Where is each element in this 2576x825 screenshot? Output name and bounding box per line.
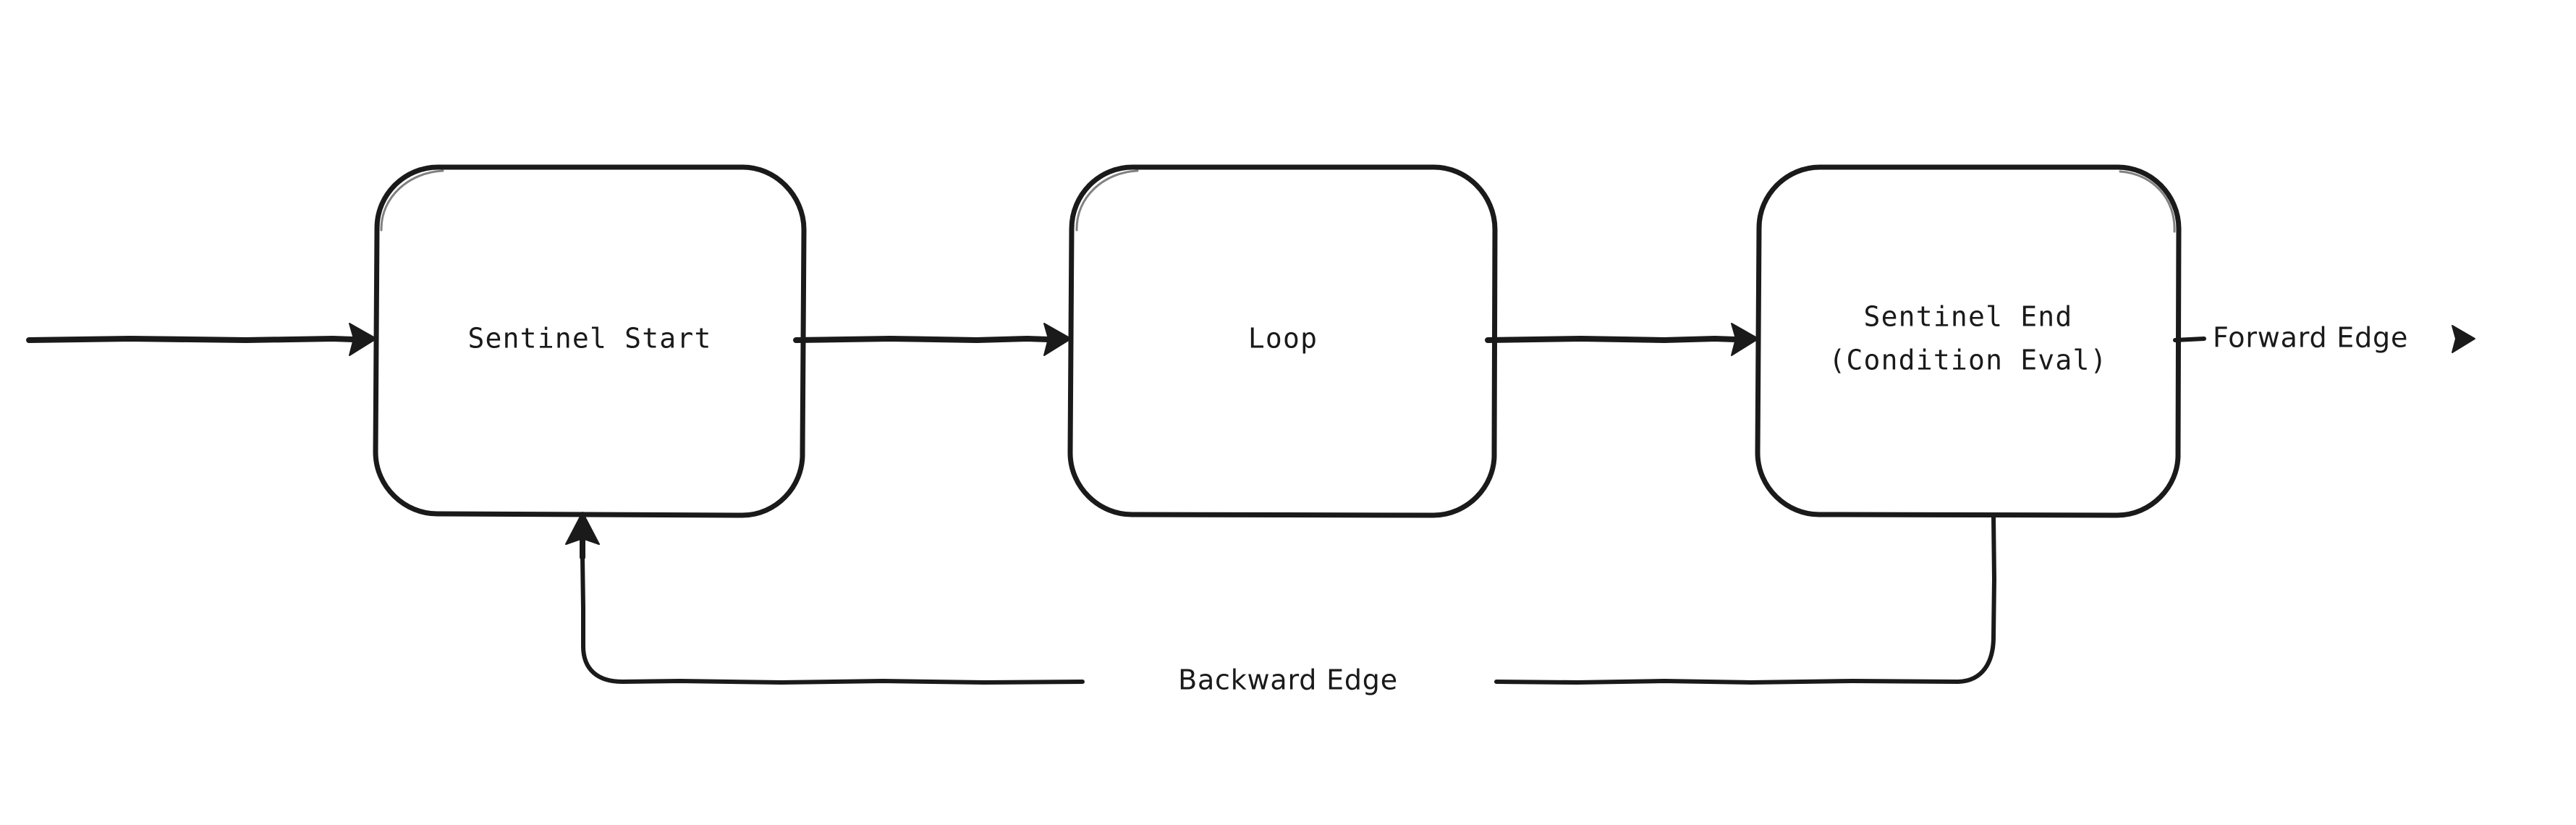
sentinel-start-box xyxy=(373,164,807,518)
loop-to-end-arrowhead-icon xyxy=(1731,323,1759,356)
loop-box xyxy=(1067,164,1498,518)
entry-edge-arrowhead-icon xyxy=(349,323,377,356)
forward-edge-stub-line xyxy=(2173,337,2206,342)
backward-edge-label: Backward Edge xyxy=(1178,664,1398,696)
edge-entry-edge xyxy=(26,323,377,356)
entry-edge-line xyxy=(26,336,356,343)
forward-edge-arrowhead-icon xyxy=(2452,325,2475,353)
loop-box-sketch-accent xyxy=(1075,169,1139,232)
edge-loop-to-end xyxy=(1485,323,1759,356)
start-to-loop-arrowhead-icon xyxy=(1043,323,1072,356)
sentinel-end-label-line2: (Condition Eval) xyxy=(1829,344,2107,376)
sentinel-start-box-sketch-accent xyxy=(380,169,444,232)
sentinel-end-label-line1: Sentinel End xyxy=(1864,301,2073,333)
loop-to-end-line xyxy=(1485,336,1738,343)
sentinel-start-label: Sentinel Start xyxy=(467,323,711,355)
node-loop[interactable]: Loop xyxy=(1067,164,1498,518)
node-sentinel-start[interactable]: Sentinel Start xyxy=(373,164,807,518)
backward-edge-arrowhead-icon xyxy=(565,512,600,545)
start-to-loop-line xyxy=(793,336,1051,343)
sentinel-end-box xyxy=(1755,164,2182,518)
node-sentinel-end[interactable]: Sentinel End (Condition Eval) xyxy=(1755,164,2182,518)
forward-edge-label: Forward Edge xyxy=(2213,322,2408,354)
backward-edge-left-segment xyxy=(580,555,1085,685)
edge-backward-edge: Backward Edge xyxy=(565,512,1996,696)
edge-start-to-loop xyxy=(793,323,1072,356)
backward-edge-right-segment xyxy=(1494,514,1996,685)
sentinel-end-box-sketch-accent xyxy=(2119,170,2176,233)
edge-forward-edge: Forward Edge xyxy=(2173,322,2475,354)
loop-label: Loop xyxy=(1248,323,1318,355)
